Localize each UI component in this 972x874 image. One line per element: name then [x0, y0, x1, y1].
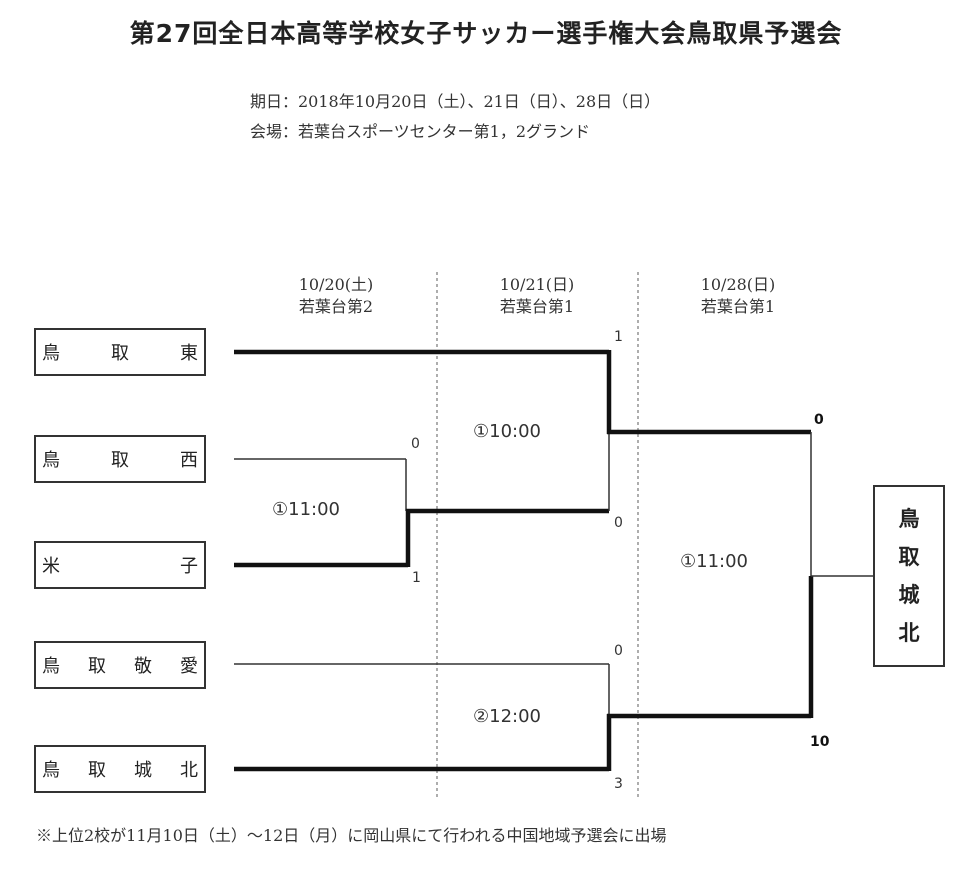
match-label-r2m2: ②12:00 [473, 706, 542, 727]
team-char: 子 [180, 556, 198, 577]
champion-char: 鳥 [898, 507, 920, 531]
score-final-bottom: 10 [810, 734, 830, 750]
round-header-3: 10/28(日) 若葉台第1 [638, 274, 838, 318]
team-char: 東 [180, 343, 198, 364]
round-header-1: 10/20(土) 若葉台第2 [236, 274, 436, 318]
round-date: 10/20(土) [298, 275, 374, 294]
champion-char: 北 [898, 621, 920, 645]
champion-box: 鳥 取 城 北 [873, 485, 945, 667]
team-char: 城 [134, 760, 152, 781]
team-char: 取 [111, 343, 129, 364]
score-yonago-r2: 0 [614, 515, 623, 531]
score-final-top: 0 [814, 412, 824, 428]
match-label-r1m1: ①11:00 [272, 499, 341, 520]
team-char: 米 [42, 556, 60, 577]
score-higashi-r2: 1 [614, 329, 623, 345]
team-tottori-johoku: 鳥 取 城 北 [34, 745, 206, 793]
team-char: 取 [88, 656, 106, 677]
match-label-r2m1: ①10:00 [473, 421, 542, 442]
team-char: 取 [88, 760, 106, 781]
score-nishi-r1: 0 [411, 436, 420, 452]
team-tottori-keiai: 鳥 取 敬 愛 [34, 641, 206, 689]
team-yonago: 米 子 [34, 541, 206, 589]
champion-char: 城 [898, 583, 920, 607]
team-tottori-higashi: 鳥 取 東 [34, 328, 206, 376]
team-char: 鳥 [42, 656, 60, 677]
team-char: 北 [180, 760, 198, 781]
footnote: ※上位2校が11月10日（土）〜12日（月）に岡山県にて行われる中国地域予選会に… [36, 826, 667, 845]
score-johoku-r2: 3 [614, 776, 623, 792]
champion-char: 取 [898, 545, 920, 569]
venue-line: 会場：若葉台スポーツセンター第1，2グランド [250, 122, 591, 141]
match-label-final: ①11:00 [680, 551, 749, 572]
round-venue: 若葉台第1 [499, 297, 575, 316]
date-line: 期日：2018年10月20日（土）、21日（日）、28日（日） [250, 92, 661, 111]
round-date: 10/21(日) [499, 275, 575, 294]
team-tottori-nishi: 鳥 取 西 [34, 435, 206, 483]
team-char: 鳥 [42, 450, 60, 471]
team-char: 西 [180, 450, 198, 471]
round-venue: 若葉台第1 [700, 297, 776, 316]
round-date: 10/28(日) [700, 275, 776, 294]
round-header-2: 10/21(日) 若葉台第1 [437, 274, 637, 318]
team-char: 鳥 [42, 343, 60, 364]
score-yonago-r1: 1 [412, 570, 421, 586]
page-title: 第27回全日本高等学校女子サッカー選手権大会鳥取県予選会 [129, 19, 843, 48]
score-keiai-r2: 0 [614, 643, 623, 659]
team-char: 敬 [134, 656, 152, 677]
team-char: 鳥 [42, 760, 60, 781]
team-char: 取 [111, 450, 129, 471]
round-venue: 若葉台第2 [298, 297, 374, 316]
team-char: 愛 [180, 656, 198, 677]
